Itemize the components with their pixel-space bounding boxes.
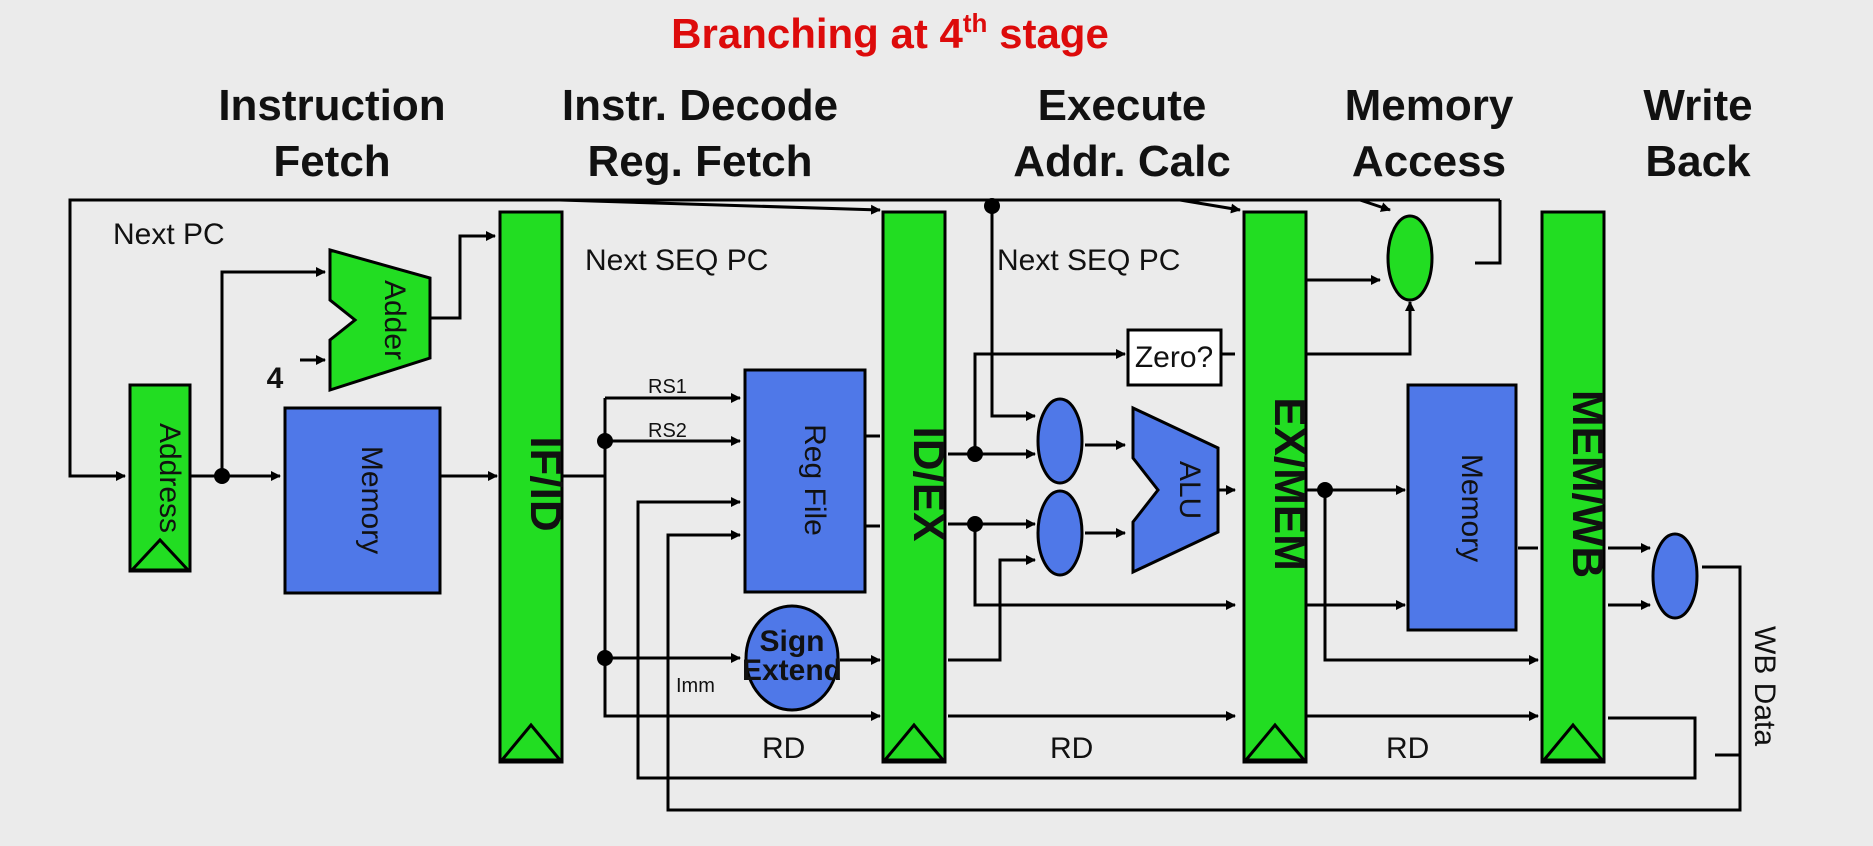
writeback-mux [1651, 532, 1699, 620]
wire-adder-out [430, 231, 496, 320]
wire-rd-bus [603, 398, 881, 721]
signal-labels: Next PC Next SEQ PC Next SEQ PC RS1 RS2 … [113, 218, 1781, 765]
stage-ex-line2: Addr. Calc [1013, 137, 1231, 186]
pc-address-label: Address [153, 423, 186, 533]
label-next-seq-pc-ex: Next SEQ PC [997, 244, 1180, 277]
label-rd-2: RD [1050, 732, 1093, 765]
zero-detect [1126, 328, 1223, 387]
branch-mux [1386, 214, 1434, 302]
wire-alu-bypass [1323, 490, 1539, 665]
wire-arrow-exmem [1179, 198, 1241, 214]
wire-regA-to-zero [973, 349, 1126, 454]
sign-extend [744, 604, 840, 712]
wire-zero-to-mux [1303, 301, 1415, 356]
label-next-pc: Next PC [113, 218, 225, 251]
data-memory [1406, 383, 1518, 632]
zero-detect-label: Zero? [1135, 341, 1213, 374]
wire-branch-mux-out [1475, 200, 1502, 265]
pc-adder-label: Adder [378, 280, 411, 360]
sign-extend-label-1: Sign [760, 625, 825, 658]
constant-four: 4 [267, 362, 284, 395]
reg-ex-mem-clock [1242, 722, 1308, 762]
alu-label: ALU [1173, 461, 1206, 519]
wire-wb-data [666, 530, 1742, 812]
reg-ex-mem-label: EX/MEM [1265, 397, 1314, 571]
wire-next-pc [68, 198, 1500, 481]
reg-id-ex-label: ID/EX [904, 427, 953, 542]
instruction-memory [283, 406, 442, 595]
wire-arrow-idex [559, 198, 881, 215]
stage-wb-line2: Back [1645, 137, 1751, 186]
wire-arrow-mux [1359, 198, 1391, 212]
pipeline-registers: IF/ID ID/EX EX/MEM MEM/WB [498, 210, 1612, 764]
data-memory-label: Memory [1455, 454, 1488, 562]
label-rs2: RS2 [648, 420, 687, 442]
reg-ex-mem [1242, 210, 1308, 764]
label-rs1: RS1 [648, 376, 687, 398]
pc-clock [128, 537, 192, 572]
reg-if-id-label: IF/ID [521, 436, 570, 531]
wire-regB-to-exmem [973, 524, 1236, 610]
stage-wb-line1: Write [1643, 81, 1752, 130]
reg-mem-wb [1540, 210, 1606, 764]
reg-mem-wb-clock [1540, 722, 1606, 762]
functional-units: Address Adder 4 Memory Reg File Sign Ext… [128, 214, 1699, 712]
wire-wb-mux-out [1702, 565, 1742, 757]
reg-id-ex-clock [881, 722, 947, 762]
stage-if-line2: Fetch [273, 137, 390, 186]
label-imm: Imm [676, 675, 715, 697]
register-file [743, 368, 867, 594]
stage-mem-line2: Access [1352, 137, 1506, 186]
sign-extend-label-2: Extend [742, 654, 842, 687]
wire-imm-to-mux [948, 555, 1036, 662]
alu-mux-b [1036, 489, 1084, 577]
wires [68, 198, 1742, 812]
alu [1131, 405, 1220, 575]
label-rd-3: RD [1386, 732, 1429, 765]
register-file-label: Reg File [798, 424, 831, 536]
pc-adder [328, 248, 432, 393]
instruction-memory-label: Memory [355, 446, 388, 554]
reg-if-id-clock [498, 722, 564, 762]
wire-pc-to-adder [220, 267, 326, 476]
reg-if-id [498, 210, 564, 764]
wire-next-seq-ex [990, 206, 1036, 421]
reg-mem-wb-label: MEM/WB [1563, 390, 1612, 578]
reg-id-ex [881, 210, 947, 764]
stage-if-line1: Instruction [218, 81, 445, 130]
alu-mux-a [1036, 397, 1084, 485]
wire-wb-rd [636, 497, 1697, 780]
stage-id-line2: Reg. Fetch [588, 137, 813, 186]
stage-ex-line1: Execute [1038, 81, 1207, 130]
label-wb-data: WB Data [1748, 626, 1781, 746]
stage-mem-line1: Memory [1345, 81, 1514, 130]
stage-id-line1: Instr. Decode [562, 81, 838, 130]
slide-title: Branching at 4th stage [671, 8, 1109, 57]
label-rd-1: RD [762, 732, 805, 765]
label-next-seq-pc-id: Next SEQ PC [585, 244, 768, 277]
stage-headings: Instruction Fetch Instr. Decode Reg. Fet… [218, 81, 1752, 186]
